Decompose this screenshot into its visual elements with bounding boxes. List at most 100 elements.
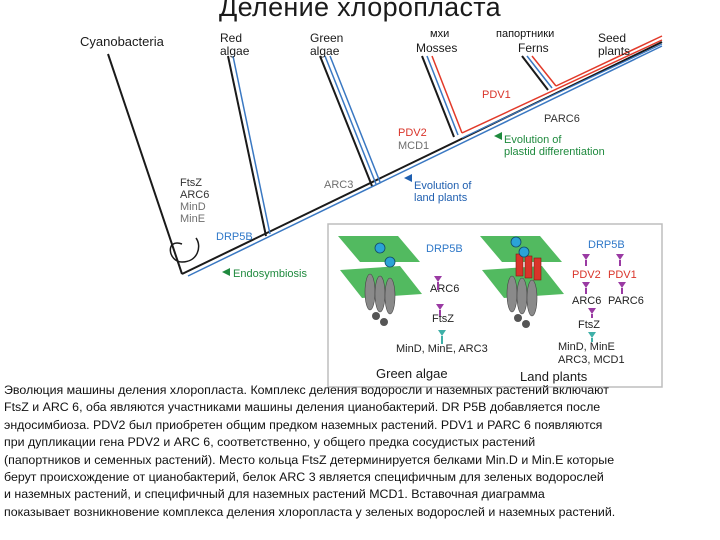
inset-box: DRP5B ARC6 FtsZ MinD, MinE, ARC3 Green a… — [327, 223, 663, 388]
ru-label-ferns: папортники — [494, 28, 557, 41]
taxon-ferns: Ferns — [518, 41, 549, 55]
bead-2 — [380, 318, 388, 326]
land-plant-red-line — [461, 39, 663, 134]
tree-label-pdv2: PDV2 — [398, 127, 427, 139]
ga-bottom: MinD, MinE, ARC3 — [396, 343, 488, 355]
evolution-plastid-arrow — [494, 132, 502, 140]
tree-branches — [107, 35, 663, 277]
lp-drp5b-dot-1 — [510, 236, 522, 248]
taxon-red-algae-1: Red — [220, 31, 242, 45]
lp-drp5b-dot-2 — [518, 246, 530, 258]
caption-line: при дупликации гена PDV2 и ARC 6, соотве… — [4, 435, 536, 450]
trunk-black — [181, 41, 663, 275]
lp-bottom-1: MinD, MinE — [558, 341, 615, 353]
taxon-seed-plants-2: plants — [598, 44, 630, 58]
tree-label-mind: MinD — [180, 201, 206, 213]
taxa-labels: Cyanobacteria Red algae Green algae Moss… — [80, 31, 630, 58]
taxon-red-algae-2: algae — [220, 44, 250, 58]
caption-line: эндосимбиоза. PDV2 был приобретен общим … — [4, 417, 603, 432]
lp-arc6: ARC6 — [572, 295, 601, 307]
tree-label-mcd1: MCD1 — [398, 140, 429, 152]
lp-pdv1: PDV1 — [608, 269, 637, 281]
ga-arrow-arc6 — [434, 276, 442, 290]
land-plant-blue-line2 — [461, 43, 663, 139]
caption-line: берут происхождение от цианобактерий, бе… — [4, 470, 604, 485]
taxon-green-algae-2: algae — [310, 44, 340, 58]
tree-label-parc6: PARC6 — [544, 113, 580, 125]
seed-plant-red-line — [555, 35, 663, 87]
lp-pdv2: PDV2 — [572, 269, 601, 281]
taxon-cyanobacteria: Cyanobacteria — [80, 34, 165, 49]
phylogeny-figure: Cyanobacteria Red algae Green algae Moss… — [70, 26, 664, 388]
branch-mosses-red — [431, 55, 463, 134]
lp-arrow-parc6 — [618, 282, 626, 294]
lp-arrow-bottom — [588, 332, 596, 342]
bead-1 — [372, 312, 380, 320]
caption-line: показывает возникновение комплекса делен… — [4, 504, 616, 519]
tree-protein-labels: FtsZ ARC6 MinD MinE DRP5B ARC3 PDV2 MCD1… — [180, 89, 580, 243]
branch-cyanobacteria — [107, 53, 183, 275]
branch-ferns-black — [521, 55, 549, 91]
trunk-blue — [187, 45, 663, 277]
taxon-green-algae-1: Green — [310, 31, 343, 45]
caption-line: и наземных растений, и специфичный для н… — [4, 487, 545, 502]
event-evolution-land-2: land plants — [414, 192, 468, 204]
taxon-seed-plants-1: Seed — [598, 31, 626, 45]
branch-green-algae-blue2 — [329, 55, 381, 183]
endosymbiosis-arrow — [222, 268, 230, 276]
ga-ftsz: FtsZ — [432, 313, 454, 325]
branch-red-algae-black — [227, 55, 267, 237]
event-endosymbiosis: Endosymbiosis — [233, 268, 307, 280]
caption-line: (папортников и семенных растений). Место… — [4, 452, 615, 467]
ga-arrow-ftsz — [436, 304, 444, 316]
tree-label-ftsz: FtsZ — [180, 177, 202, 189]
ga-drp5b: DRP5B — [426, 243, 463, 255]
caption-line: Эволюция машины деления хлоропласта. Ком… — [4, 383, 609, 397]
ga-arc6: ARC6 — [430, 283, 459, 295]
ru-label-mosses: мхи — [428, 28, 452, 41]
lp-parc6: PARC6 — [608, 295, 644, 307]
lp-ftsz: FtsZ — [578, 319, 600, 331]
inset-land-plants: DRP5B PDV2 PDV1 ARC6 PARC6 FtsZ MinD, Mi… — [480, 236, 644, 384]
tree-label-drp5b: DRP5B — [216, 231, 253, 243]
drp5b-dot-1 — [374, 242, 386, 254]
slide-caption: Эволюция машины деления хлоропласта. Ком… — [4, 382, 716, 521]
phylogeny-diagram: Cyanobacteria Red algae Green algae Moss… — [80, 31, 663, 388]
lp-bottom-2: ARC3, MCD1 — [558, 354, 625, 366]
pdv-red-blocks — [515, 253, 542, 281]
ring-green-algae — [364, 273, 396, 315]
drp5b-dot-2 — [384, 256, 396, 268]
event-evolution-plastid-1: Evolution of — [504, 134, 562, 146]
lp-title: Land plants — [520, 369, 588, 384]
branch-mosses-black — [421, 55, 455, 138]
lp-drp5b: DRP5B — [588, 239, 625, 251]
event-markers: Endosymbiosis Evolution of land plants E… — [222, 132, 605, 280]
ring-land-plants — [506, 275, 538, 317]
lp-arrow-ftsz — [588, 308, 596, 318]
event-evolution-plastid-2: plastid differentiation — [504, 146, 605, 158]
slide-title: Деление хлоропласта — [219, 0, 501, 22]
taxon-mosses: Mosses — [416, 41, 457, 55]
branch-ferns-red — [531, 55, 557, 87]
caption-line: FtsZ и ARC 6, оба являются участниками м… — [4, 400, 601, 415]
branch-mosses-blue — [426, 55, 459, 136]
lp-bead-2 — [522, 320, 530, 328]
lp-arrow-pdv2 — [582, 254, 590, 266]
evolution-land-arrow — [404, 174, 412, 182]
tree-label-arc6: ARC6 — [180, 189, 209, 201]
event-evolution-land-1: Evolution of — [414, 180, 472, 192]
branch-red-algae-blue — [232, 55, 271, 235]
tree-label-mine: MinE — [180, 213, 205, 225]
ga-arrow-bottom — [438, 330, 446, 344]
endosymbiosis-loop — [169, 237, 200, 263]
tree-label-arc3: ARC3 — [324, 179, 353, 191]
lp-bead-1 — [514, 314, 522, 322]
branch-green-algae-black — [319, 55, 373, 187]
ga-title: Green algae — [376, 366, 448, 381]
branch-green-algae-blue — [324, 55, 377, 185]
tree-label-pdv1: PDV1 — [482, 89, 511, 101]
lp-arrow-arc6 — [582, 282, 590, 294]
branch-ferns-blue — [526, 55, 553, 89]
lp-arrow-pdv1 — [616, 254, 624, 266]
